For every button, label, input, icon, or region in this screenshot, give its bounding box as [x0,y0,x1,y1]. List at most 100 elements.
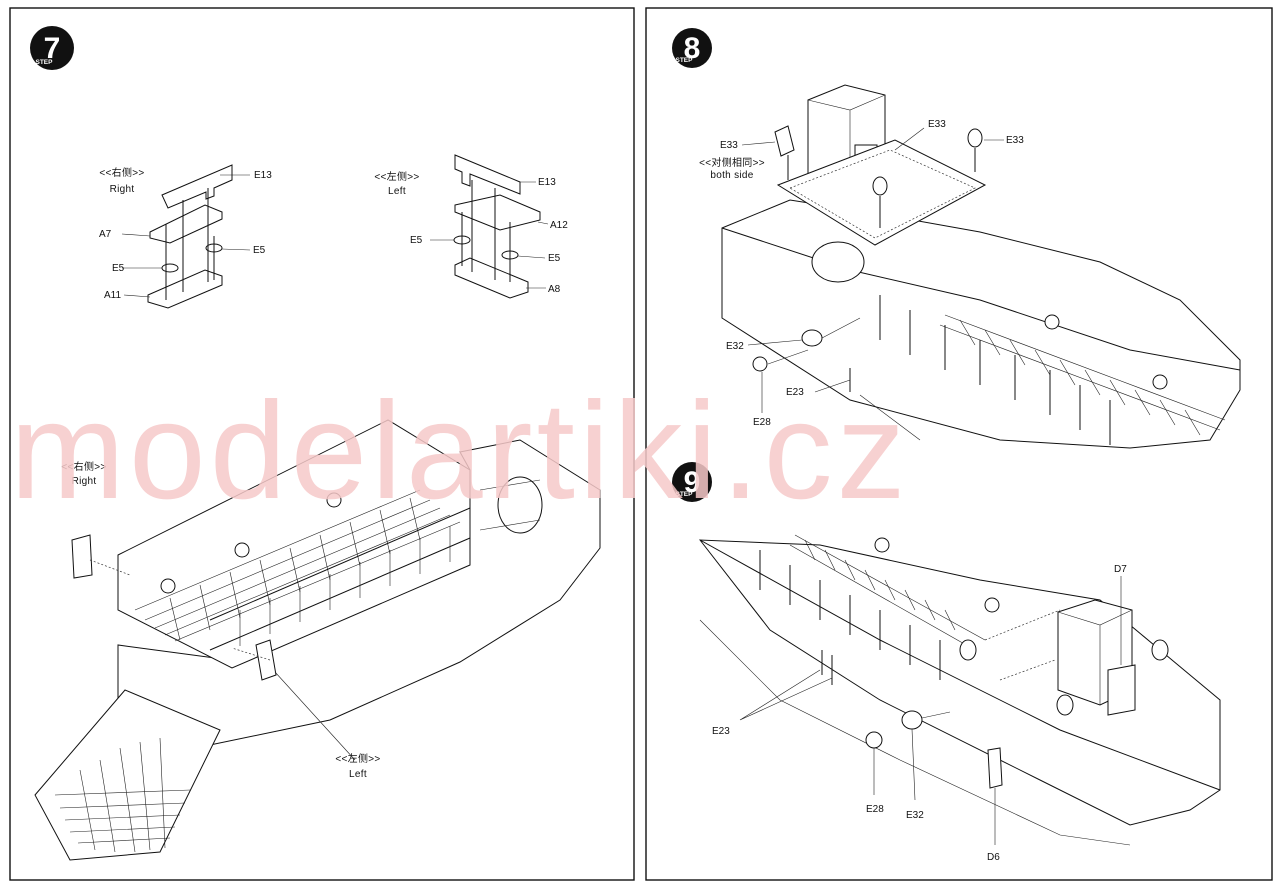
label-e32: E32 [906,810,924,821]
part-a7-frame [149,204,223,244]
both-side-caption: both side [710,170,753,181]
part-e28-hatch [865,731,883,749]
step-9-hull-assembly: D7 E23 E28 E32 D6 [698,534,1221,863]
engine-housing [811,241,865,283]
part-a11-base [147,269,223,309]
label-a11: A11 [104,290,121,301]
part-e33-cleat [774,125,795,157]
label-e13: E13 [254,170,272,181]
leader-lines [121,174,251,298]
label-e5: E5 [253,245,266,256]
hull-side-wall [117,419,471,669]
part-e33-cleat [959,639,977,661]
leader-lines [767,317,921,441]
bracket-left [255,639,277,681]
deck-slats [134,489,461,642]
step-7-word: STEP [36,59,54,66]
part-e33-cleat [1151,639,1169,661]
label-a8: A8 [548,284,561,295]
subassembly-right-caption: Right [110,184,135,195]
label-e33: E33 [720,140,738,151]
step-8-badge: 8 STEP [672,28,712,68]
step-7-subassembly-left: <<左侧>> Left E13 E5 A12 E5 A8 [374,154,568,299]
part-d7-bracket [1107,664,1136,716]
rail-stanchions [879,295,1111,445]
panel-step-8-9-frame [645,7,1273,881]
label-e5: E5 [548,253,561,264]
life-ring [160,578,176,594]
label-e33: E33 [1006,135,1024,146]
step-8-word: STEP [676,57,694,64]
hull-left-header: <<左侧>> [335,752,380,765]
part-e33-cleat [967,128,983,148]
leader-line [274,671,356,761]
life-ring [1044,314,1060,330]
part-a12-frame [454,194,541,231]
leader-lines [430,181,549,289]
label-e28: E28 [866,804,884,815]
life-ring [234,542,250,558]
fit-arrows [787,148,976,228]
watermark-text: modelartiki.cz [10,374,910,528]
deck-plate-rivets [984,609,1061,681]
step-9-number: 9 [684,466,701,499]
part-e33-cleat [872,176,888,196]
label-e23: E23 [786,387,804,398]
ramp-grid [54,737,191,853]
life-ring [1152,374,1168,390]
panel-step-7-frame [9,7,635,881]
subassembly-left-header: <<左侧>> [374,170,419,183]
step-7-hull-assembly: <<右侧>> Right <<左侧>> Left [34,419,601,861]
step-9-badge: 9 STEP [672,462,712,502]
hull-waterline [699,619,1131,846]
bow-ramp [34,689,221,861]
part-e23-rod [821,650,833,685]
step-7-subassembly-right: <<右侧>> Right E13 A7 E5 E5 A11 [99,164,272,309]
subassembly-right-header: <<右侧>> [99,166,144,179]
life-ring [326,492,342,508]
label-a7: A7 [99,229,112,240]
part-e13-plate [454,154,521,195]
part-a8-base [454,257,529,299]
side-planks [939,314,1226,436]
alignment-arrows [165,188,215,300]
label-e28: E28 [753,417,771,428]
life-ring [874,537,890,553]
label-d6: D6 [987,852,1000,863]
hull-right-caption: Right [72,476,97,487]
hull-left-caption: Left [349,769,367,780]
part-e32-vent [801,329,823,347]
step-7-number: 7 [44,32,61,65]
bracket-right [71,534,93,579]
alignment-arrows [461,180,511,282]
deck-plate-rivets [789,149,976,239]
deck-planks [789,534,986,651]
hull-deck-line [721,227,1241,371]
bracket-guides [89,559,271,661]
label-e5: E5 [112,263,125,274]
label-leaders [741,127,1004,413]
part-e33-cleat [1056,694,1074,716]
label-a12: A12 [550,220,568,231]
leader-lines [739,576,1122,845]
part-e28-hatch [752,356,768,372]
label-e5: E5 [410,235,423,246]
step-8-number: 8 [684,32,701,65]
label-d7: D7 [1114,564,1127,575]
hull-body [698,539,1221,826]
both-side-header: <<对侧相同>> [699,156,765,169]
subassembly-left-caption: Left [388,186,406,197]
step-7-badge: 7 STEP [30,26,74,70]
rail-stanchions [759,550,941,680]
label-e32: E32 [726,341,744,352]
step-8-hull-assembly: E33 E33 E33 <<对侧相同>> both side E32 E23 E… [699,84,1241,449]
label-e23: E23 [712,726,730,737]
hull-right-header: <<右侧>> [61,460,106,473]
engine-housing [497,476,543,534]
wheelhouse-edges [1057,609,1133,705]
rail-stanchions [239,526,451,646]
guard-rail [209,507,471,651]
part-e32-vent [901,710,923,730]
label-e13: E13 [538,177,556,188]
